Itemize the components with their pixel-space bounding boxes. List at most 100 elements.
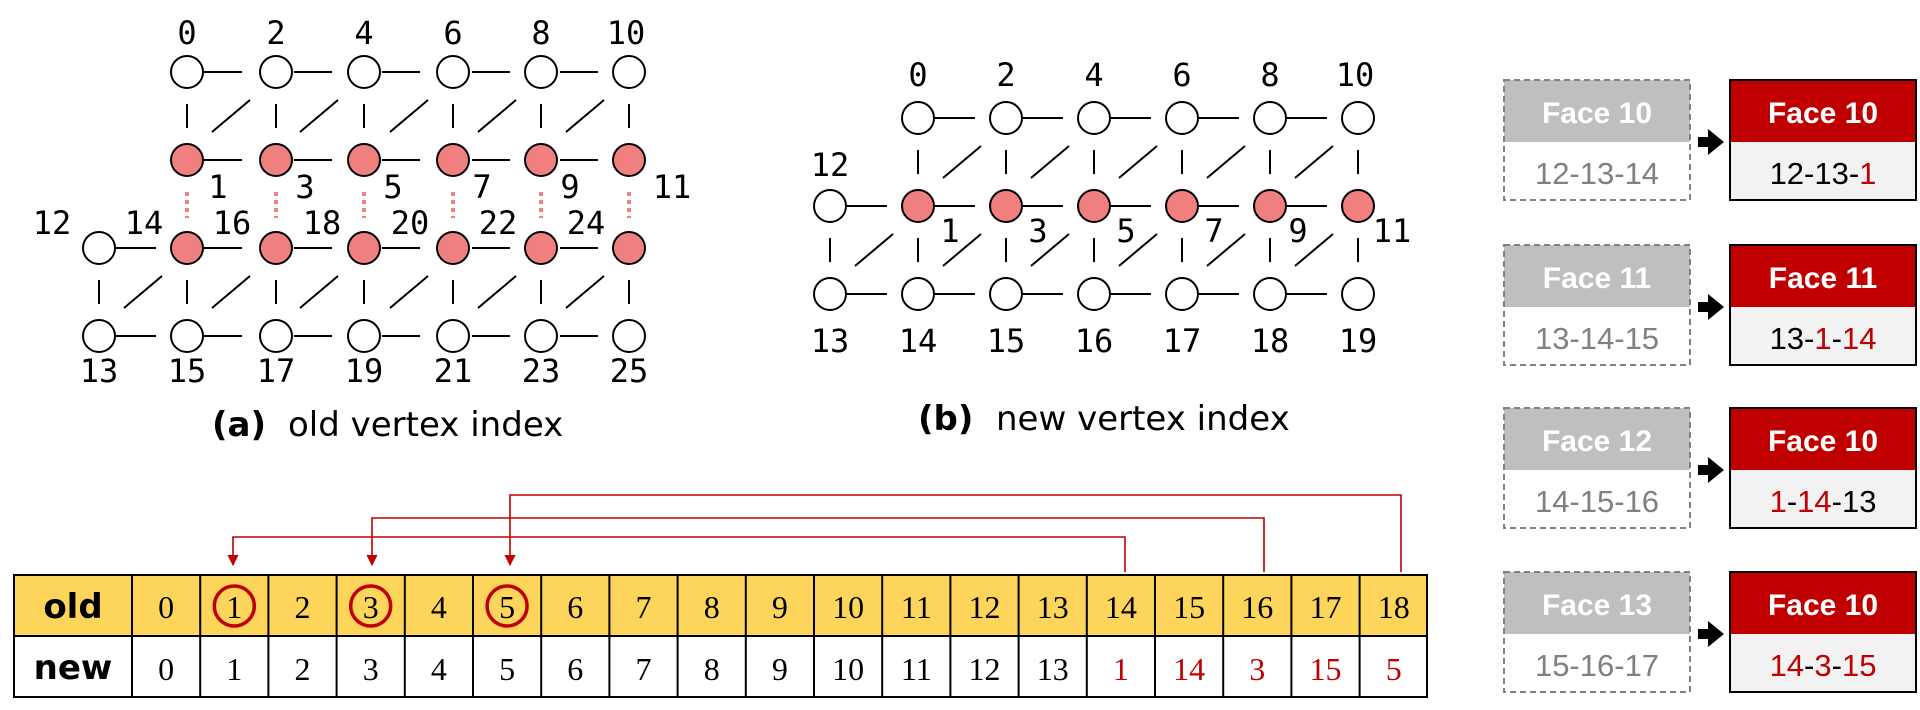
new-face-vertex-part: 14: [1797, 484, 1831, 519]
old-face-vertices: 13-14-15: [1535, 321, 1659, 356]
old-face-header: [1504, 245, 1690, 307]
table-old-cell: 2: [295, 589, 311, 625]
a-bottom-label: 21: [434, 352, 473, 390]
a-top-label: 8: [531, 14, 550, 52]
table-old-cell: 5: [499, 589, 515, 625]
panel-a-labels: 0 2 4 6 8 10 1 3 5 7 9 11 12 14 16 18 20…: [33, 14, 692, 390]
a-mid-label: 9: [560, 168, 579, 206]
a-mid-label: 11: [653, 168, 692, 206]
table-new-cell: 13: [1037, 651, 1069, 687]
remap-arrows: [227, 494, 1402, 572]
new-face-title: Face 10: [1768, 97, 1878, 130]
old-face-title: Face 11: [1543, 262, 1651, 295]
a-bottom-label: 25: [610, 352, 649, 390]
panel-b-edges: [829, 117, 1359, 295]
a-top-label: 0: [177, 14, 196, 52]
new-face-card: [1729, 407, 1917, 529]
panel-b-letter: (b): [918, 399, 973, 439]
b-mid-label: 3: [1028, 212, 1047, 250]
panel-a-letter: (a): [212, 405, 266, 445]
a-bottom-label: 17: [257, 352, 296, 390]
table-old-cell: 18: [1378, 589, 1410, 625]
b-top-label: 2: [996, 56, 1015, 94]
new-face-vertex-part: 1: [1859, 156, 1876, 191]
new-face-vertex-part: -: [1832, 321, 1842, 356]
a-dup-label: 14: [125, 204, 164, 242]
b-top-label: 8: [1260, 56, 1279, 94]
new-face-header: [1730, 408, 1916, 470]
new-face-vertex-part: 14: [1842, 321, 1876, 356]
b-bottom-label: 13: [811, 322, 850, 360]
table-old-cell: 16: [1241, 589, 1273, 625]
panel-b-labels: 0 2 4 6 8 10 12 1 3 5 7 9 11 13 14 15 16…: [811, 56, 1412, 360]
new-face-vertex-part: 1: [1770, 484, 1787, 519]
new-face-title: Face 10: [1768, 425, 1878, 458]
old-face-card: [1503, 407, 1691, 529]
b-bottom-label: 18: [1251, 322, 1290, 360]
a-mid-label: 3: [295, 168, 314, 206]
a-top-label: 2: [266, 14, 285, 52]
new-face-title: Face 11: [1769, 262, 1877, 295]
table-old-cell: 17: [1310, 589, 1342, 625]
new-face-vertex-part: 12-13-: [1770, 156, 1860, 191]
a-bottom-label: 23: [522, 352, 561, 390]
new-face-header: [1730, 572, 1916, 634]
a-top-label: 4: [354, 14, 373, 52]
new-face-header: [1730, 80, 1916, 142]
b-bottom-label: 15: [987, 322, 1026, 360]
new-face-vertex-part: 13-: [1770, 321, 1815, 356]
table-new-cell: 2: [295, 651, 311, 687]
new-face-vertices: 1-14-13: [1770, 484, 1877, 519]
new-face-body: [1730, 470, 1916, 528]
new-face-card: [1729, 79, 1917, 201]
table-old-cell: 1: [226, 589, 242, 625]
new-face-header: [1730, 245, 1916, 307]
old-face-header: [1504, 80, 1690, 142]
new-face-vertex-part: 3: [1814, 648, 1831, 683]
table-old-cell: 7: [636, 589, 652, 625]
remap-arrow-icon: [1698, 294, 1724, 320]
b-top-label: 10: [1336, 56, 1375, 94]
b-top-label: 6: [1172, 56, 1191, 94]
a-dup-label: 24: [567, 204, 606, 242]
remap-arrow-18-to-5: [504, 494, 1402, 572]
old-face-vertices: 15-16-17: [1535, 648, 1659, 683]
remap-arrow-icon: [1698, 621, 1724, 647]
panel-a: 0 2 4 6 8 10 1 3 5 7 9 11 12 14 16 18 20…: [33, 14, 692, 445]
remap-arrow-16-to-3: [366, 517, 1265, 572]
table-old-cell: 4: [431, 589, 447, 625]
remap-arrow-icon: [1698, 457, 1724, 483]
table-new-cell: 15: [1310, 651, 1342, 687]
table-new-header: new: [34, 648, 113, 688]
a-dup-label: 20: [391, 204, 430, 242]
new-face-body: [1730, 634, 1916, 692]
table-old-cell: 6: [567, 589, 583, 625]
table-old-cell: 3: [363, 589, 379, 625]
b-mid-label: 9: [1288, 212, 1307, 250]
new-face-vertex-part: 1: [1814, 321, 1831, 356]
table-new-cell: 4: [431, 651, 447, 687]
panel-b: 0 2 4 6 8 10 12 1 3 5 7 9 11 13 14 15 16…: [811, 56, 1412, 439]
table-grid: [13, 574, 1428, 698]
panel-a-nodes: [82, 55, 646, 353]
table-old-cell: 11: [901, 589, 932, 625]
b-mid-label: 5: [1116, 212, 1135, 250]
old-face-vertices: 14-15-16: [1535, 484, 1659, 519]
new-face-card: [1729, 244, 1917, 366]
table-new-cell: 1: [1113, 651, 1129, 687]
table-old-cell: 14: [1105, 589, 1137, 625]
table-new-cell: 14: [1173, 651, 1205, 687]
table-new-cell: 9: [772, 651, 788, 687]
table-new-cell: 12: [969, 651, 1001, 687]
table-old-cell: 9: [772, 589, 788, 625]
table-old-cell: 13: [1037, 589, 1069, 625]
remap-arrow-14-to-1: [227, 536, 1126, 572]
b-mid-label: 7: [1204, 212, 1223, 250]
new-face-vertex-part: -: [1804, 648, 1814, 683]
panel-b-nodes: [813, 101, 1375, 311]
a-left-label: 12: [33, 204, 72, 242]
old-face-card: [1503, 79, 1691, 201]
new-face-vertex-part: 15: [1842, 648, 1876, 683]
old-face-header: [1504, 408, 1690, 470]
